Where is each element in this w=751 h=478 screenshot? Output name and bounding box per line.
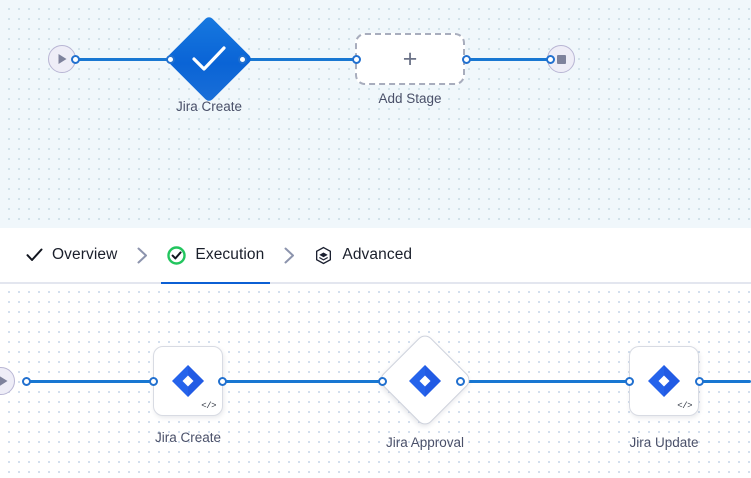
port-jira-approval-out[interactable] (456, 377, 465, 386)
port-jira-update-out[interactable] (695, 377, 704, 386)
node-jira-create-bottom[interactable]: </> (153, 346, 223, 416)
pipeline-canvas-bottom[interactable]: </> Jira Create Jira Approval </> Jira U… (0, 284, 751, 478)
code-badge-jira-update: </> (677, 401, 692, 411)
chevron-right-icon (119, 247, 165, 264)
tab-label-execution: Execution (195, 246, 265, 263)
tab-label-overview: Overview (52, 246, 118, 263)
pipeline-section-tabs[interactable]: Overview Execution Advanced (0, 227, 751, 285)
add-stage-button[interactable]: + (355, 33, 465, 85)
port-start-out-top[interactable] (71, 55, 80, 64)
check-icon (190, 44, 228, 74)
tab-execution[interactable]: Execution (161, 227, 271, 285)
port-end-in-top[interactable] (546, 55, 555, 64)
plus-icon: + (402, 44, 418, 73)
port-jira-approval-in[interactable] (378, 377, 387, 386)
edge-jira-update-outgoing (699, 380, 751, 383)
edge-jira-create-to-jira-approval (222, 380, 392, 383)
check-circle-icon (167, 245, 187, 265)
port-add-stage-out[interactable] (462, 55, 471, 64)
node-label-jira-update: Jira Update (629, 435, 699, 450)
chevron-right-icon (266, 247, 312, 264)
port-jira-create-out-top[interactable] (238, 55, 247, 64)
edge-jira-approval-to-jira-update (460, 380, 632, 383)
pipeline-start-button-bottom[interactable] (0, 367, 15, 395)
play-icon (0, 375, 9, 387)
node-label-jira-approval: Jira Approval (385, 435, 465, 450)
edge-start-to-jira-create (75, 58, 175, 61)
edge-jira-create-to-add-stage (242, 58, 360, 61)
tab-label-advanced: Advanced (342, 246, 413, 263)
code-badge-jira-create: </> (201, 401, 216, 411)
tab-overview[interactable]: Overview (24, 227, 119, 283)
node-label-jira-create-bottom: Jira Create (154, 430, 222, 445)
pipeline-canvas-top[interactable]: Jira Create + Add Stage (0, 0, 751, 228)
stop-icon (556, 54, 567, 65)
port-add-stage-in[interactable] (352, 55, 361, 64)
node-jira-update[interactable]: </> (629, 346, 699, 416)
edge-start-to-jira-create-bottom (26, 380, 156, 383)
port-jira-create-in-top[interactable] (166, 55, 175, 64)
node-label-jira-create-top: Jira Create (175, 99, 243, 114)
play-icon (57, 53, 68, 65)
edge-add-stage-to-end (466, 58, 550, 61)
tab-advanced[interactable]: Advanced (312, 227, 414, 283)
layers-hexagon-icon (314, 246, 333, 265)
port-jira-create-in-bottom[interactable] (149, 377, 158, 386)
port-jira-update-in[interactable] (625, 377, 634, 386)
port-start-out-bottom[interactable] (22, 377, 31, 386)
port-jira-create-out-bottom[interactable] (218, 377, 227, 386)
check-icon (26, 248, 43, 262)
node-label-add-stage: Add Stage (378, 91, 442, 106)
